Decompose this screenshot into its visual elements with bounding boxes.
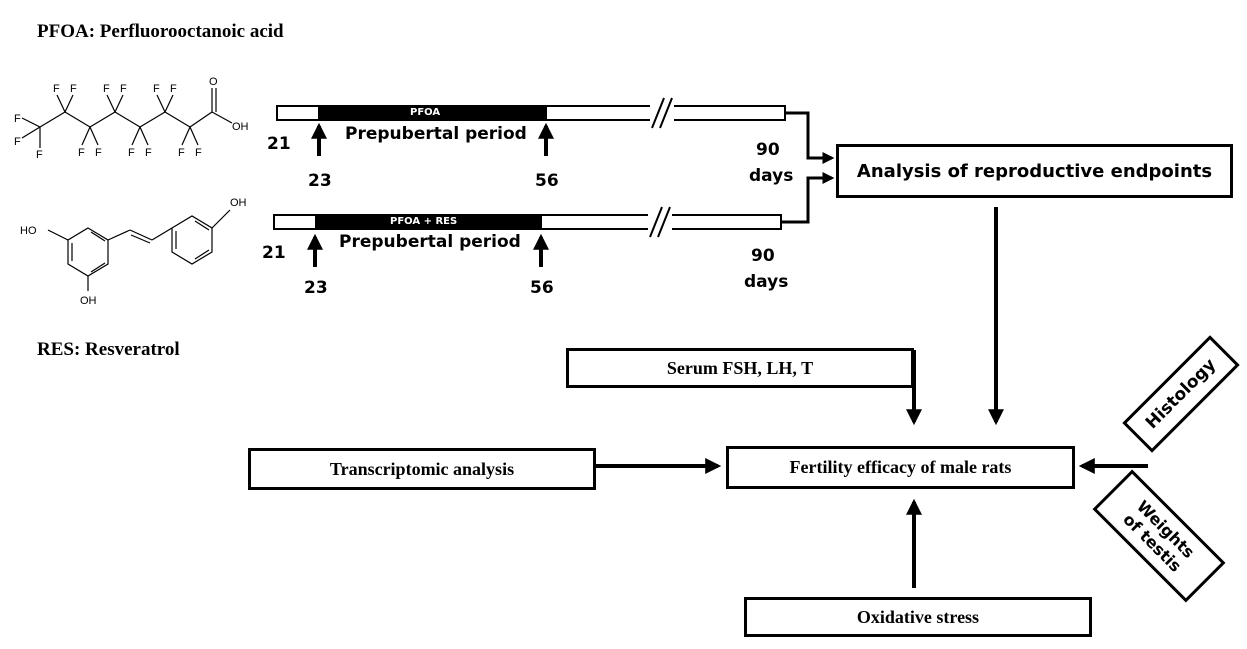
- analysis-box: Analysis of reproductive endpoints: [836, 144, 1233, 198]
- dose-start-label: 23: [308, 171, 332, 191]
- dose-start-label: 23: [304, 278, 328, 298]
- end-unit-label: days: [744, 272, 789, 292]
- fluorine-label: F: [178, 147, 185, 159]
- fluorine-label: F: [14, 113, 21, 125]
- fluorine-label: F: [36, 149, 43, 161]
- hydroxyl-label: OH: [80, 295, 97, 307]
- end-day-label: 90: [756, 140, 780, 160]
- connector-timeline1-analysis: [785, 111, 835, 164]
- bar-label-pfoa-res: PFOA + RES: [390, 216, 458, 227]
- analysis-label: Analysis of reproductive endpoints: [856, 160, 1213, 182]
- fluorine-label: F: [153, 83, 160, 95]
- serum-box: Serum FSH, LH, T: [566, 348, 914, 388]
- end-unit-label: days: [749, 166, 794, 186]
- fertility-box: Fertility efficacy of male rats: [726, 446, 1075, 489]
- oxygen-label: O: [209, 76, 218, 88]
- axis-break-mark: [649, 206, 663, 238]
- fluorine-label: F: [145, 147, 152, 159]
- pfoa-title: PFOA: Perfluorooctanoic acid: [37, 21, 284, 42]
- fluorine-label: F: [170, 83, 177, 95]
- fluorine-label: F: [70, 83, 77, 95]
- fluorine-label: F: [128, 147, 135, 159]
- dose-end-label: 56: [530, 278, 554, 298]
- start-day-label: 21: [267, 134, 291, 154]
- fluorine-label: F: [120, 83, 127, 95]
- fluorine-label: F: [14, 136, 21, 148]
- oxidative-box: Oxidative stress: [744, 597, 1092, 637]
- ho-label: HO: [20, 225, 37, 237]
- fluorine-label: F: [103, 83, 110, 95]
- serum-label: Serum FSH, LH, T: [666, 357, 814, 378]
- oxidative-label: Oxidative stress: [856, 606, 980, 627]
- axis-break-mark: [651, 97, 665, 129]
- fluorine-label: F: [78, 147, 85, 159]
- transcriptomic-box: Transcriptomic analysis: [248, 448, 596, 490]
- connector-timeline2-analysis: [781, 172, 835, 224]
- fluorine-label: F: [195, 147, 202, 159]
- axis-break-mark: [657, 206, 671, 238]
- period-label: Prepubertal period: [339, 232, 521, 252]
- transcriptomic-label: Transcriptomic analysis: [329, 458, 515, 479]
- dose-end-label: 56: [535, 171, 559, 191]
- res-title: RES: Resveratrol: [37, 339, 180, 360]
- fluorine-label: F: [53, 83, 60, 95]
- dosing-bar-pfoa-res: [315, 215, 542, 229]
- bar-label-pfoa: PFOA: [410, 107, 441, 118]
- hydroxyl-label: OH: [232, 121, 249, 133]
- pfoa-structure: F F F F F F F F F F F F F F F O OH: [14, 76, 249, 161]
- fluorine-label: F: [95, 147, 102, 159]
- axis-break-mark: [659, 97, 673, 129]
- start-day-label: 21: [262, 243, 286, 263]
- period-label: Prepubertal period: [345, 124, 527, 144]
- end-day-label: 90: [751, 246, 775, 266]
- resveratrol-structure: HO OH OH: [20, 197, 247, 307]
- fertility-label: Fertility efficacy of male rats: [789, 457, 1012, 477]
- hydroxyl-label: OH: [230, 197, 247, 209]
- dosing-bar-pfoa: [318, 106, 547, 120]
